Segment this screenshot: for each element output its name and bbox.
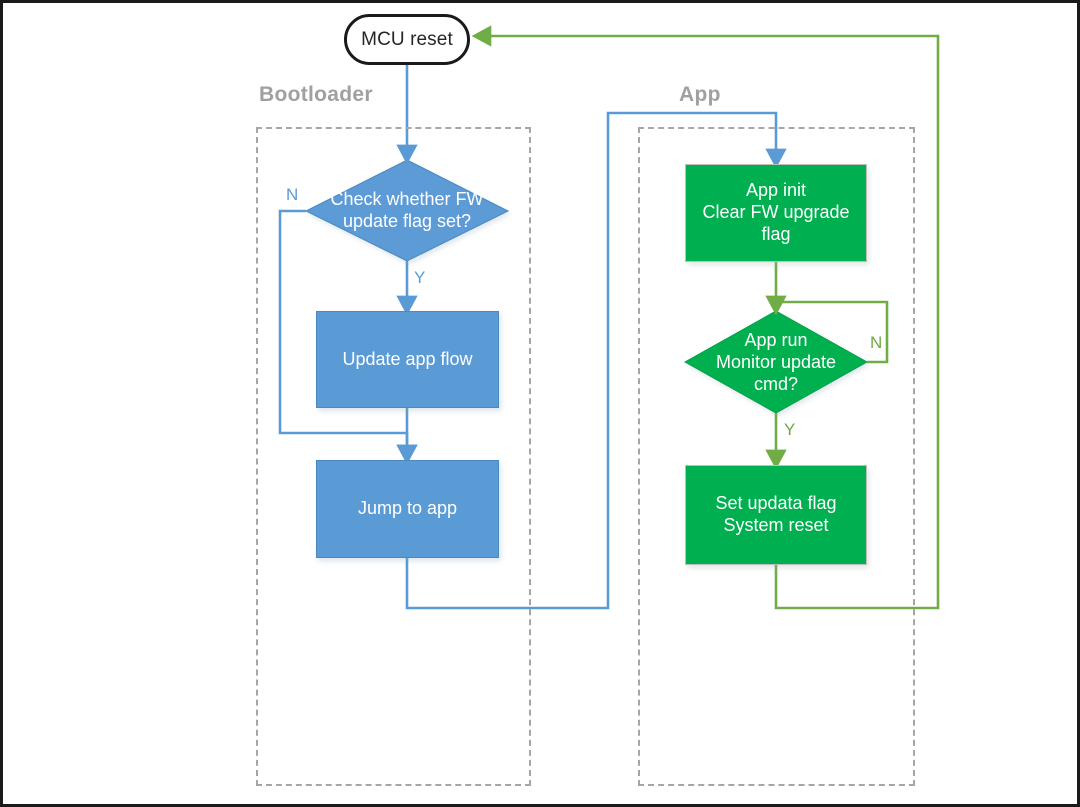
branch-label-check-fw-flag-yes: Y bbox=[414, 268, 426, 287]
connector-layer bbox=[278, 25, 940, 610]
branch-label-app-run-monitor-no: N bbox=[870, 333, 883, 352]
group-box-app bbox=[638, 127, 915, 786]
node-update-app-flow[interactable]: Update app flow bbox=[316, 311, 499, 408]
node-jump-to-app[interactable]: Jump to app bbox=[316, 460, 499, 558]
edge-set-update-flag-to-mcu-reset bbox=[471, 25, 940, 610]
node-mcu-reset[interactable]: MCU reset bbox=[344, 14, 470, 65]
edge-jump-to-app-to-app-init bbox=[405, 111, 787, 610]
node-app-init[interactable]: App init Clear FW upgrade flag bbox=[685, 164, 867, 262]
branch-label-app-run-monitor-yes: Y bbox=[784, 420, 796, 439]
group-label-bootloader: Bootloader bbox=[259, 83, 373, 106]
group-label-app: App bbox=[679, 83, 721, 106]
branch-label-check-fw-flag-no: N bbox=[286, 185, 299, 204]
group-box-bootloader bbox=[256, 127, 531, 786]
node-set-update-flag[interactable]: Set updata flag System reset bbox=[685, 465, 867, 565]
edge-app-run-no-selfloop bbox=[774, 300, 889, 364]
